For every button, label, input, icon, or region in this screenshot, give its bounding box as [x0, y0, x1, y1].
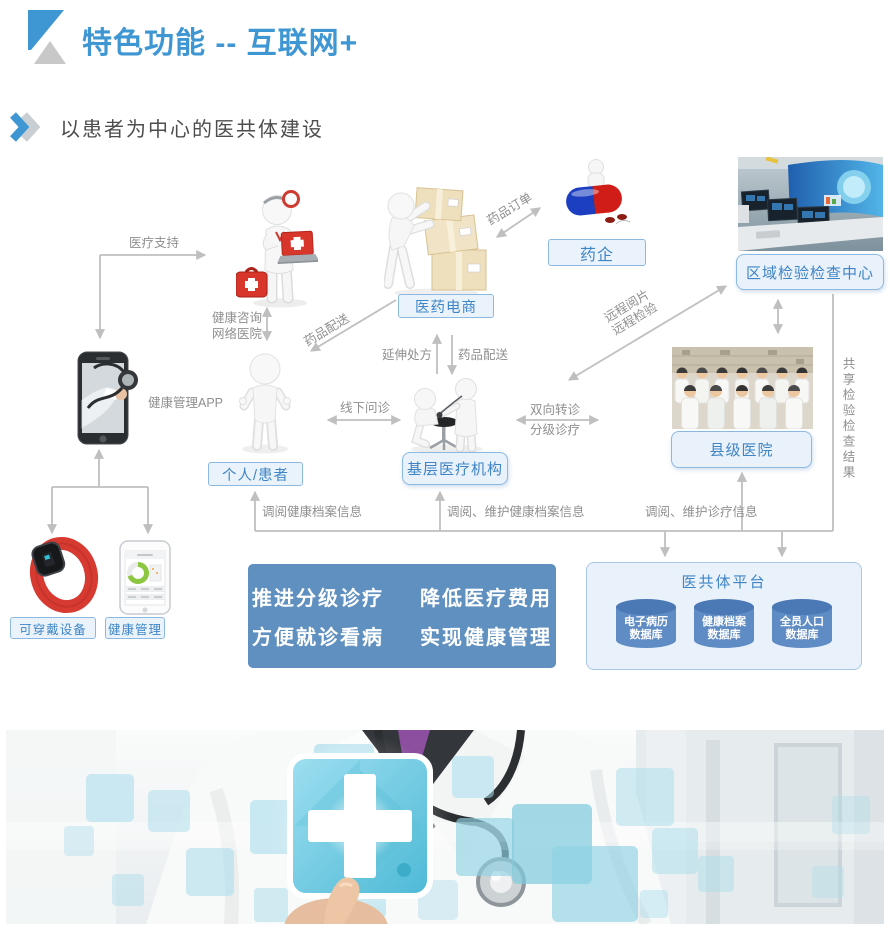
network-hospital-doctor-illustration: [236, 190, 318, 308]
edge-label-health-consult: 健康咨询 网络医院: [212, 311, 263, 341]
node-regional-center: 区域检验检查中心: [736, 254, 884, 290]
benefits-box: 推进分级诊疗 降低医疗费用 方便就诊看病 实现健康管理: [248, 564, 556, 668]
svg-text:健康档案: 健康档案: [702, 614, 747, 628]
staff-front-row: [681, 385, 803, 429]
pharma-capsule-illustration: [566, 159, 631, 225]
node-pharma: 药企: [548, 239, 646, 266]
database-cylinder-population: 全员人口 数据库: [772, 599, 832, 648]
svg-text:数据库: 数据库: [786, 627, 819, 641]
benefit-item: 推进分级诊疗: [252, 588, 384, 610]
primary-care-illustration: [411, 378, 483, 454]
node-health-mgmt: 健康管理: [105, 617, 165, 639]
edge-remote-services: [567, 285, 728, 381]
corridor-background: [6, 730, 884, 924]
node-county-hospital: 县级医院: [671, 431, 812, 468]
logo-icon: [28, 10, 66, 64]
section-header: 以患者为中心的医共体建设: [8, 112, 324, 142]
node-wearable: 可穿戴设备: [10, 617, 96, 639]
edge-label-health-app: 健康管理APP: [148, 396, 224, 410]
svg-text:全员人口: 全员人口: [779, 614, 824, 628]
cross-tile: [268, 734, 452, 918]
database-cylinder-ehr: 电子病历 数据库: [616, 599, 676, 648]
database-cylinder-health-archive: 健康档案 数据库: [694, 599, 754, 648]
svg-text:电子病历: 电子病历: [624, 614, 668, 628]
edge-phone-devices: [46, 448, 154, 535]
edge-drug-order: [495, 207, 542, 238]
pharmacy-ecommerce-illustration: [384, 187, 487, 298]
svg-text:数据库: 数据库: [708, 627, 741, 641]
first-aid-kit-icon: [236, 267, 268, 298]
benefit-item: 实现健康管理: [420, 627, 552, 649]
edge-label-drug-delivery-b: 药品配送: [458, 348, 509, 362]
double-chevron-icon: [10, 112, 41, 142]
pointing-hand: [284, 877, 388, 924]
regional-center-photo: [738, 157, 883, 251]
telemedicine-phone-illustration: [77, 351, 138, 445]
edge-drug-delivery-a: [309, 299, 397, 352]
health-app-phone-illustration: [119, 540, 171, 615]
patient-illustration: [239, 353, 291, 454]
section-title: 以患者为中心的医共体建设: [60, 118, 324, 141]
node-ecommerce: 医药电商: [398, 294, 494, 318]
node-primary-care: 基层医疗机构: [402, 452, 508, 485]
wearable-band-illustration: [29, 536, 99, 614]
edge-label-two-way-referral: 双向转诊 分级诊疗: [530, 403, 581, 437]
edge-label-maintain-treatment-info: 调阅、维护诊疗信息: [645, 505, 758, 519]
edge-label-extend-prescription: 延伸处方: [382, 348, 433, 362]
platform-databases: 电子病历 数据库 健康档案 数据库 全员人口 数据库: [612, 597, 836, 651]
doctor-photo-banner: [6, 730, 884, 924]
county-hospital-photo: [672, 347, 813, 429]
node-patient: 个人/患者: [208, 462, 303, 486]
diagram-connectors: [46, 207, 834, 558]
platform-title: 医共体平台: [681, 574, 767, 591]
benefit-item: 方便就诊看病: [252, 627, 384, 649]
benefit-item: 降低医疗费用: [420, 588, 552, 610]
edge-label-maintain-health-records: 调阅、维护健康档案信息: [447, 505, 585, 519]
svg-text:数据库: 数据库: [630, 627, 663, 641]
edge-label-share-results: 共享检验检查结果: [840, 357, 855, 481]
edge-label-view-health-records: 调阅健康档案信息: [262, 505, 363, 519]
page-title: 特色功能 -- 互联网+: [82, 27, 359, 60]
header: 特色功能 -- 互联网+: [28, 10, 358, 66]
edge-label-medical-support: 医疗支持: [129, 236, 180, 250]
edge-medical-support: [94, 249, 207, 340]
platform-panel: 医共体平台 电子病历 数据库 健康档案 数据库 全员人口 数据库: [586, 562, 862, 670]
edge-label-offline-visit: 线下问诊: [340, 401, 391, 415]
